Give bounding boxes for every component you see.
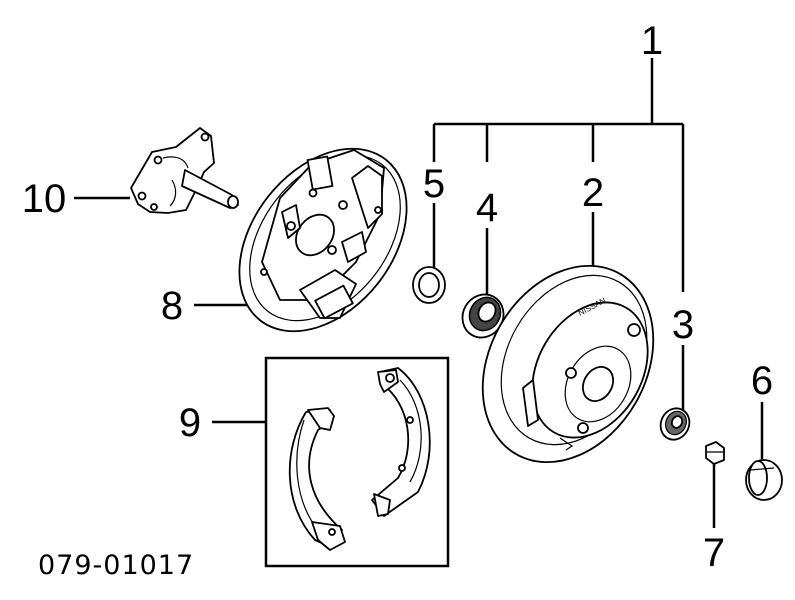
- brake-drum: NISSAN: [481, 264, 655, 464]
- grease-cap: [745, 459, 783, 501]
- callout-8: 8: [161, 284, 183, 328]
- callout-1: 1: [641, 19, 663, 63]
- leader-lines: [74, 58, 764, 528]
- callout-3: 3: [672, 303, 694, 347]
- callout-10: 10: [22, 177, 67, 221]
- callout-5: 5: [423, 162, 445, 206]
- diagram-code: 079-01017: [38, 550, 194, 581]
- callout-6: 6: [751, 359, 773, 403]
- backing-plate: [238, 147, 408, 333]
- outer-bearing: [659, 407, 691, 441]
- callout-7: 7: [703, 531, 725, 575]
- callout-9: 9: [179, 401, 201, 445]
- callout-4: 4: [476, 186, 498, 230]
- brake-shoe-right: [371, 367, 431, 517]
- inner-seal: [412, 266, 446, 304]
- spindle-knuckle: [130, 127, 239, 214]
- hub-nut: [705, 441, 725, 465]
- brake-shoe-left: [288, 407, 346, 551]
- callout-2: 2: [582, 171, 604, 215]
